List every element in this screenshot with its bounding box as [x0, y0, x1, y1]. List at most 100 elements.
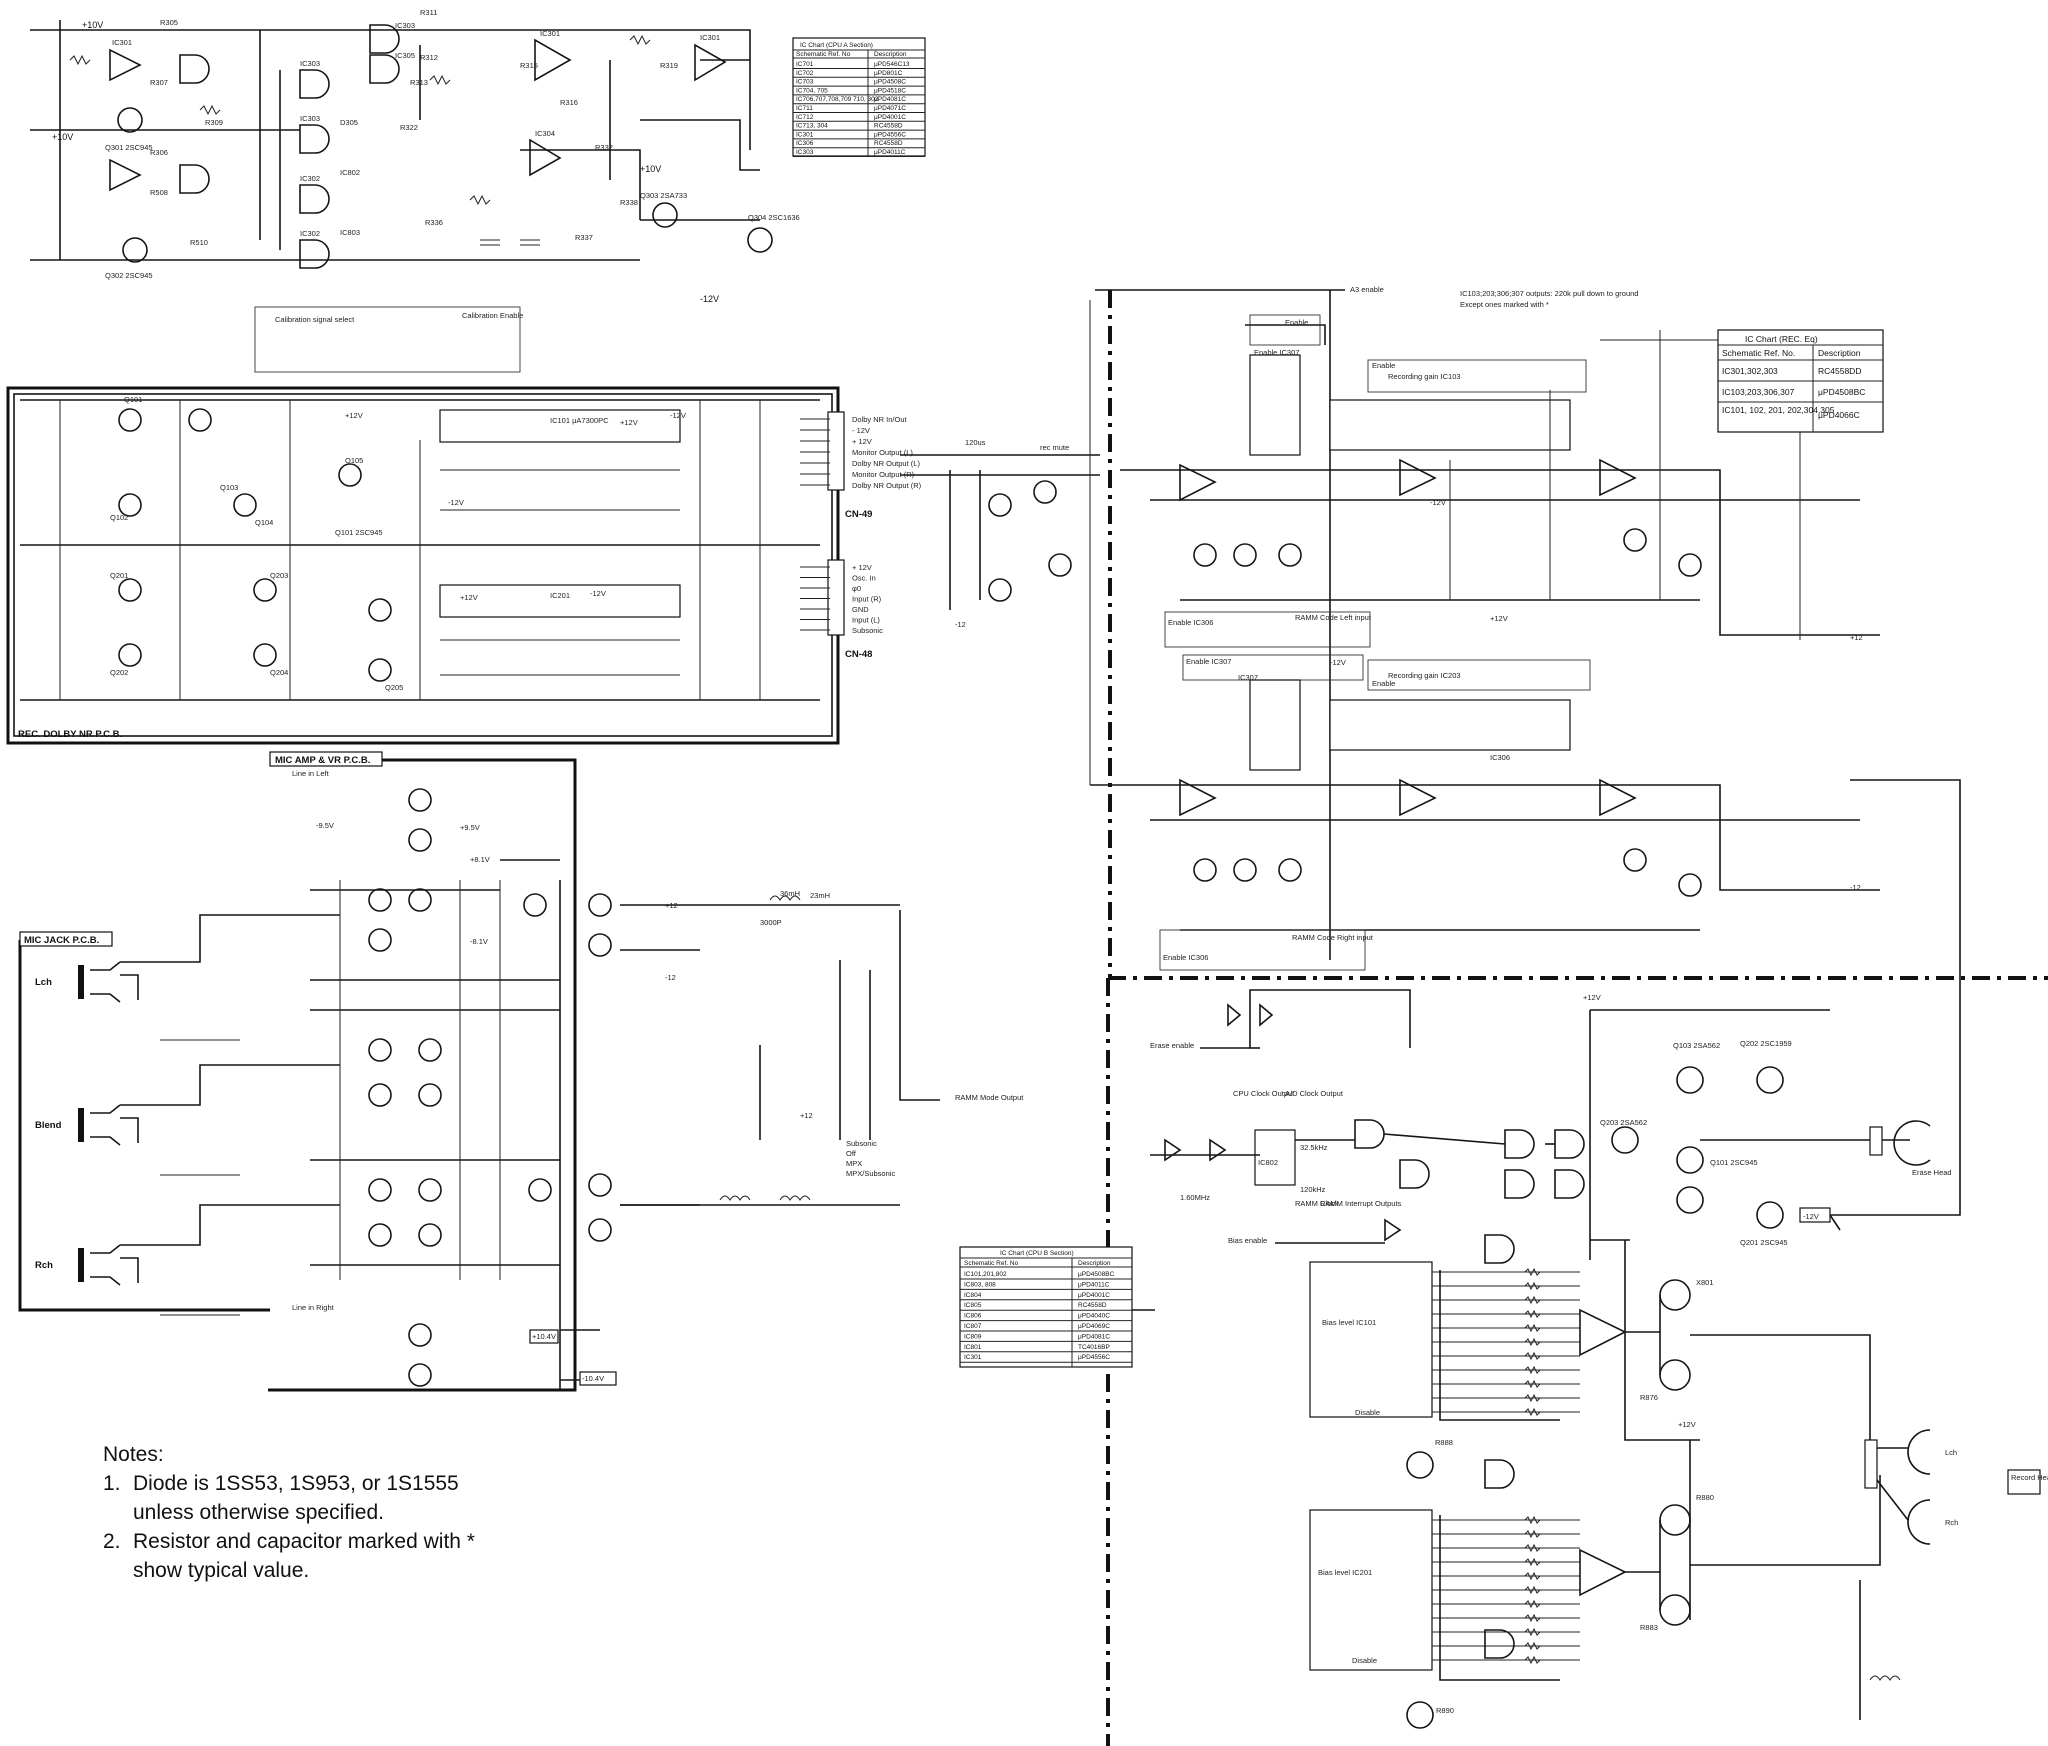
ic-chart-a-cell: RC4558D: [874, 123, 903, 130]
ic-chart-a-cell: IC303: [796, 149, 814, 156]
component-label: IC307: [1238, 673, 1258, 682]
supply-label: -9.5V: [316, 821, 334, 830]
component-label: R306: [150, 148, 168, 157]
notes-title: Notes:: [103, 1443, 164, 1466]
component-label: R888: [1435, 1438, 1453, 1447]
ic-chart-b-cell: μPD4508BC: [1078, 1271, 1115, 1278]
jack-rch-label: Rch: [35, 1260, 53, 1271]
lch-head-label: Lch: [1945, 1448, 1957, 1457]
switch-label: MPX/Subsonic: [846, 1169, 895, 1178]
frequency-label: 1.60MHz: [1180, 1193, 1210, 1202]
supply-label: +8.1V: [470, 855, 490, 864]
cn49-label: CN-49: [845, 509, 872, 520]
erase-head-label: Erase Head: [1912, 1168, 1952, 1177]
component-label: R312: [420, 53, 438, 62]
ic-chart-a-cell: μPD4508C: [874, 79, 906, 86]
supply-label: -10.4V: [582, 1374, 604, 1383]
ic-chart-a-cell: IC306: [796, 140, 814, 147]
component-label: R311: [420, 8, 437, 17]
component-label: R510: [190, 238, 208, 247]
disable-label: Disable: [1355, 1408, 1380, 1417]
connector-pin-label: Monitor Output (L): [852, 448, 913, 457]
ic-chart-a-cell: μPD546C13: [874, 61, 910, 68]
switch-label: Off: [846, 1149, 857, 1158]
ic-chart-rec-header: Schematic Ref. No.: [1722, 348, 1795, 358]
ramm-clock-label: RAMM Clock: [1295, 1199, 1339, 1208]
bias-ladder-resistor: [1524, 1393, 1541, 1403]
supply-label: +12: [1850, 633, 1863, 642]
connector-pin-label: - 12V: [852, 426, 870, 435]
supply-label: -12V: [448, 498, 464, 507]
supply-label: +12V: [1583, 993, 1601, 1002]
component-label: R315: [520, 61, 538, 70]
ramm-interrupt-label: RAMM Interrupt Outputs: [1320, 1199, 1402, 1208]
bias-ladder-resistor: [1524, 1627, 1541, 1637]
component-label: IC304: [535, 129, 555, 138]
component-label: Q301 2SC945: [105, 143, 153, 152]
component-label: IC802: [1258, 1158, 1278, 1167]
component-label: R890: [1436, 1706, 1454, 1715]
component-label: R319: [660, 61, 678, 70]
ic-chart-b-cell: IC806: [964, 1313, 982, 1320]
bias-ladder-resistor: [1524, 1613, 1541, 1623]
ic-chart-a-cell: IC713, 304: [796, 123, 828, 130]
component-label: R316: [560, 98, 578, 107]
erase-enable-label: Erase enable: [1150, 1041, 1194, 1050]
enable-ic306-label: Enable IC306: [1168, 618, 1213, 627]
supply-label: -12V: [1803, 1212, 1819, 1221]
ic-chart-a-cell: μPD4081C: [874, 96, 906, 103]
ic-chart-b-cell: RC4558D: [1078, 1302, 1107, 1309]
connector-pin-label: Dolby NR In/Out: [852, 415, 908, 424]
pulldown-note: IC103;203;306;307 outputs: 220k pull dow…: [1460, 289, 1638, 298]
calibration-oscillator-section: Calibration signal select Calibration En…: [30, 8, 800, 373]
component-label: IC803: [340, 228, 360, 237]
bias-enable-label: Bias enable: [1228, 1236, 1267, 1245]
bias-ladder-resistor: [1524, 1571, 1541, 1581]
cpu-clock-output-label: CPU Clock Output: [1233, 1089, 1295, 1098]
supply-label: +12V: [620, 418, 638, 427]
component-label: Q103 2SA562: [1673, 1041, 1720, 1050]
ic-chart-a-cell: IC701: [796, 61, 814, 68]
ic-chart-b-header: Description: [1078, 1260, 1111, 1267]
ic-chart-rec-title: IC Chart (REC. Eq): [1745, 334, 1818, 344]
bias-ladder-resistor: [1524, 1557, 1541, 1567]
component-label: R313: [410, 78, 428, 87]
bias-ladder-resistor: [1524, 1281, 1541, 1291]
note-text: Resistor and capacitor marked with * sho…: [133, 1530, 475, 1582]
ic-chart-b-cell: IC809: [964, 1333, 982, 1340]
supply-label: -12: [665, 973, 676, 982]
component-label: Q204: [270, 668, 288, 677]
component-label: R307: [150, 78, 168, 87]
ramm-mode-output-label: RAMM Mode Output: [955, 1093, 1024, 1102]
note-number: 1.: [103, 1472, 121, 1495]
ic-chart-a-cell: μPD801C: [874, 70, 903, 77]
component-label: R883: [1640, 1623, 1658, 1632]
component-label: R322: [400, 123, 418, 132]
bias-ladder-resistor: [1524, 1267, 1541, 1277]
bias-ladder-resistor: [1524, 1599, 1541, 1609]
ic-chart-a-cell: μPD4556C: [874, 131, 906, 138]
line-in-right-label: Line in Right: [292, 1303, 335, 1312]
component-label: D305: [340, 118, 358, 127]
mic-jack-board-label: MIC JACK P.C.B.: [24, 935, 99, 946]
ic-chart-b-cell: μPD4040C: [1078, 1313, 1110, 1320]
component-label: R337: [575, 233, 593, 242]
connector-pin-label: Input (L): [852, 616, 880, 625]
supply-label: +10.4V: [532, 1332, 556, 1341]
frequency-label: 36mH: [780, 889, 800, 898]
ic-chart-b-cell: μPD4081C: [1078, 1333, 1110, 1340]
line-in-left-label: Line in Left: [292, 769, 330, 778]
component-label: Q202 2SC1959: [1740, 1039, 1792, 1048]
supply-label: -12V: [670, 411, 686, 420]
note-number: 2.: [103, 1530, 121, 1553]
enable-ic306-label: Enable IC306: [1163, 953, 1208, 962]
component-label: IC301: [700, 33, 720, 42]
bias-ladder-resistor: [1524, 1323, 1541, 1333]
component-label: Q104: [255, 518, 273, 527]
component-label: Q101: [124, 395, 142, 404]
bias-ladder-resistor: [1524, 1295, 1541, 1305]
rch-jack: Rch: [35, 1244, 139, 1286]
ic-chart-rec-cell: μPD4508BC: [1818, 387, 1865, 397]
supply-label: -12V: [590, 589, 606, 598]
